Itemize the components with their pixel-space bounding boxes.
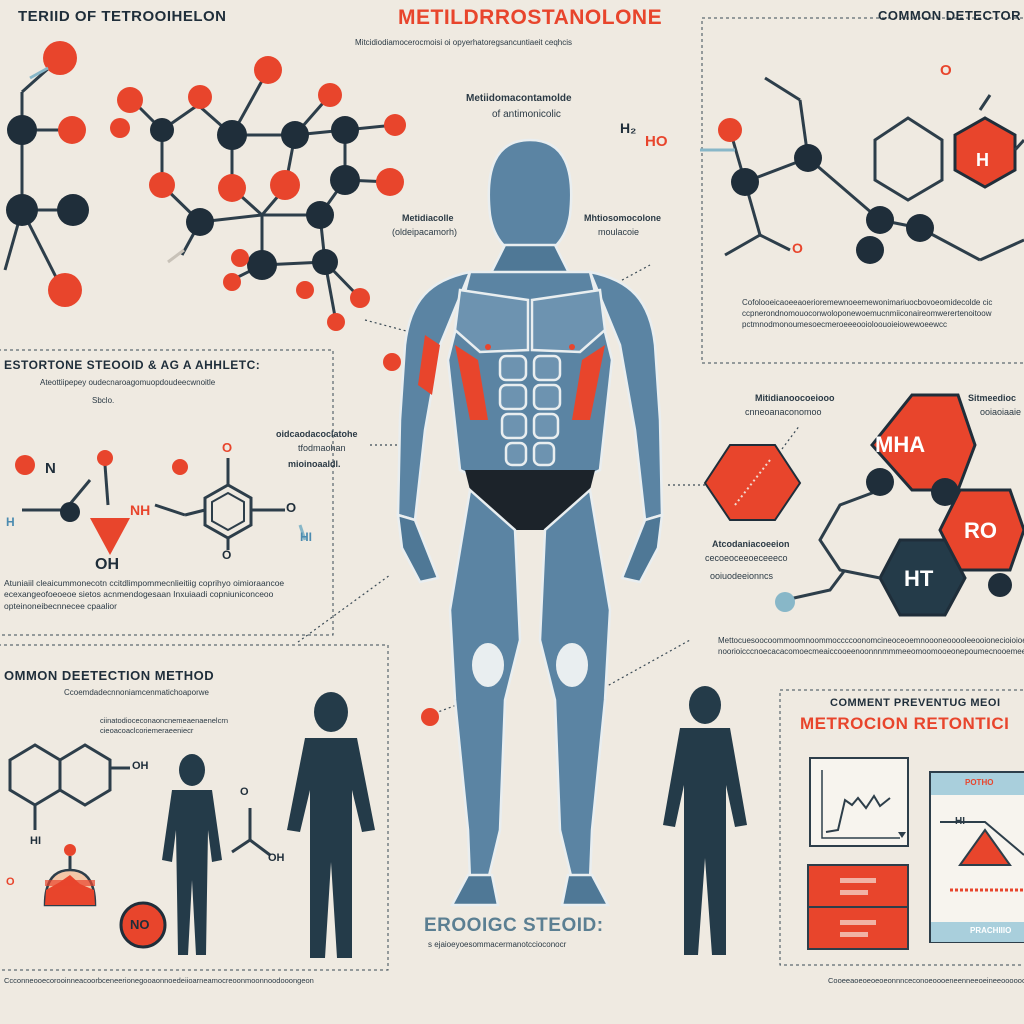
callout-dot-knee [421,708,439,726]
right-mid-below-red-1: Atcodaniacoeeion [712,539,790,549]
top-left-molecule [3,41,406,331]
right-mid-hexagons [703,393,1024,617]
no-badge-icon [119,901,167,949]
chem-label: O [6,876,15,888]
center-right-label-2: moulacoie [598,227,640,237]
prevent-pod-label: POTHO [965,778,994,787]
chem-label: NH [130,502,151,518]
detection-molecule [8,743,271,857]
center-red-caption-1: Metiidomacontamolde [466,93,572,104]
prevent-hatch-label: PRACHIIIO [970,926,1012,935]
right-top-molecule [700,76,1024,264]
detection-note: Ccoemdadecnnoniamcenmatichoaporwe [64,688,209,697]
chem-label: O [240,786,249,798]
chem-label: HI [300,530,312,544]
top-right-heading: COMMON DETECTOR [878,8,1022,23]
left-panel-note-1: Ateottiipepey oudecnaroagomuopdoudeecwno… [40,378,216,387]
center-left-label-2: (oldeipacamorh) [392,227,458,237]
detection-panel-frame [0,644,389,971]
center-left-label-1: Metidiacolle [402,213,454,223]
left-panel-heading: ESTORTONE STEOOID & AG A AHHLETC: [4,358,261,372]
chem-label: N [45,460,56,477]
right-mid-red-1: Mitidianoocoeiooo [755,393,835,403]
chem-label: HO [645,133,668,150]
chem-label: H [6,515,15,529]
prevent-panel-graphics [807,757,1024,950]
right-mid-side-red: Sitmeedioc [968,393,1017,403]
chem-label: O [286,500,297,515]
mid-left-label-2: tfodmaohan [298,443,346,453]
chem-label: H [976,150,989,170]
right-mid-side-note: ooiaoiaaie [980,407,1022,417]
flask-icon [43,844,97,907]
center-red-caption-2: of antimonicolic [492,109,561,120]
center-right-label-1: Mhtiosomocolone [584,213,661,223]
right-mid-caption: Mettocuesoocoommoomnoommoccccoonomcineoc… [718,636,1024,656]
right-top-note: Cofolooeicaoeeaoerioremewnoeemewonimariu… [742,298,993,329]
chem-label: OH [268,852,285,864]
chem-label: H₂ [620,120,637,136]
detection-red-note: ciinatodioceconaoncnemeaenaenelcrn cieoa… [100,716,229,736]
bottom-caption: s ejaioeyoesommacermanotccioconocr [428,940,567,949]
chem-label: O [792,240,803,256]
silhouette-small-left [162,754,222,955]
right-mid-red-2: cnneoanaconomoo [745,407,822,417]
left-panel-frame [0,349,334,636]
mid-left-label-1: oidcaodacoclatohe [276,429,358,439]
detection-heading: OMMON DEETECTION METHOD [4,668,215,683]
anatomy-figure [396,138,664,907]
chem-label: O [222,548,232,562]
left-panel-note-2: Sbclo. [92,396,115,405]
human-silhouettes [162,686,747,958]
silhouette-tall-left [287,692,375,958]
prevent-panel-frame [779,689,1024,966]
silhouette-right [663,686,747,955]
top-left-heading: TERIID OF TETROOIHELON [18,8,227,25]
title-subcaption: Mitcidiodiamocerocmoisi oi opyerhatoregs… [355,38,572,47]
prevent-footer: Cooeeaoeoeoeoeonnnceconoeoooeneenneeoein… [828,976,1024,985]
mid-left-label-3: mioinoaaldl. [288,459,341,469]
chem-label: HI [30,835,41,847]
page-title: METILDRROSTANOLONE [398,6,663,29]
prevent-hi-label: HI [955,816,965,827]
chem-label: OH [132,760,149,772]
callout-dot-shoulder [383,353,401,371]
prevent-red-title: METROCION RETONTICI [800,714,1010,733]
chem-label: O [222,440,233,455]
detection-footer: Ccconneooecorooinneacoorbceneerionegooao… [4,976,314,985]
bottom-title: EROOIGC STEOID: [424,915,604,936]
prevent-heading: COMMENT PREVENTUG MEOI [830,697,1001,709]
hex-label-ht: HT [904,566,934,591]
chem-label: O [940,62,952,79]
left-panel-molecule [15,450,307,555]
hex-label-mha: MHA [875,432,926,457]
chem-label: OH [95,556,119,573]
left-panel-body: Atuniaiil cleaicummonecotn ccitdlimpomme… [4,578,285,611]
hex-label-ro: RO [964,518,997,543]
right-mid-below-note: ooiuodeeionncs [710,571,774,581]
right-top-frame [701,17,1024,364]
no-badge-label: NO [130,917,150,932]
right-mid-below-red-2: cecoeoceeoeceeeco [705,553,788,563]
